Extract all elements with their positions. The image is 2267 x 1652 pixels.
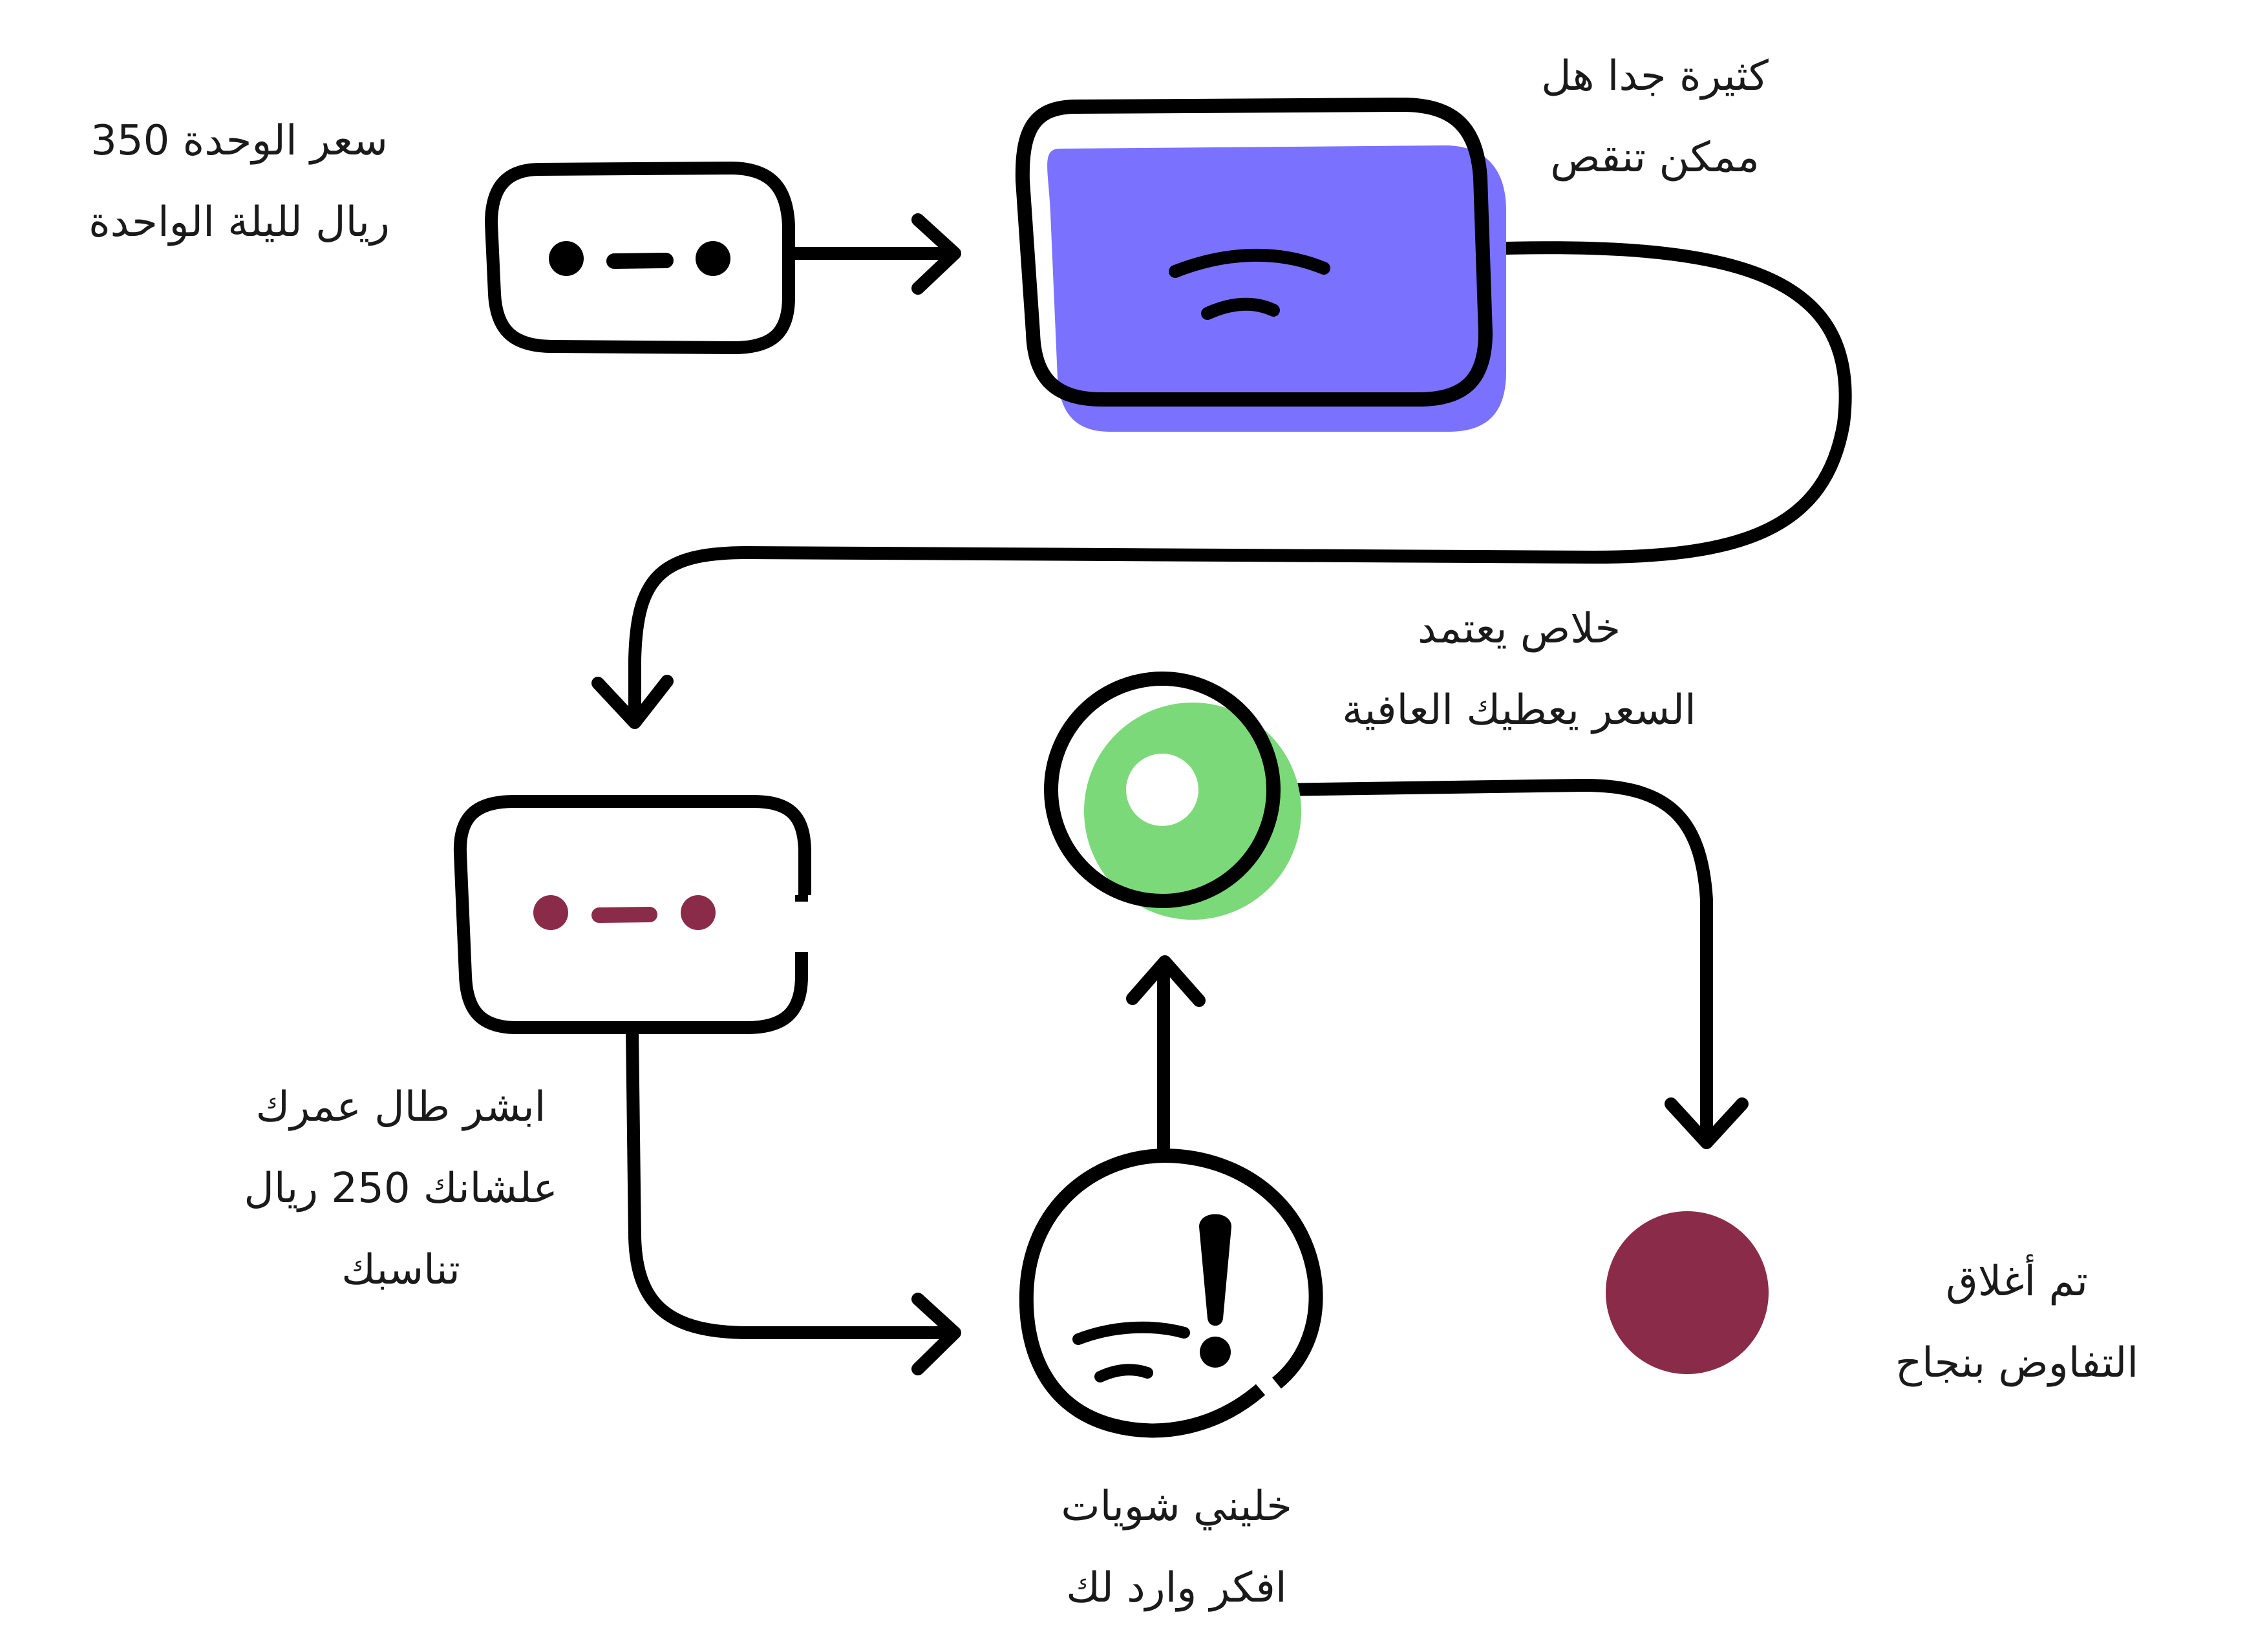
node-think bbox=[1019, 1148, 1323, 1438]
label-line: السعر يعطيك العافية bbox=[1342, 686, 1696, 734]
label-line: التفاوض بنجاح bbox=[1895, 1339, 2139, 1387]
ring-center bbox=[1126, 754, 1198, 826]
dot-icon bbox=[1606, 1211, 1769, 1374]
label-line: خلاص يعتمد bbox=[1417, 605, 1621, 653]
ring-icon bbox=[1044, 672, 1281, 908]
label-line: كثيرة جدا هل bbox=[1541, 52, 1769, 100]
window-fill-blue bbox=[1047, 145, 1506, 432]
label-line: علشانك 250 ريال bbox=[244, 1165, 558, 1213]
bubble-dot-right bbox=[681, 895, 716, 930]
label-line: افكر وارد لك bbox=[1066, 1564, 1287, 1612]
arrowhead-think-to-agreed bbox=[1126, 955, 1206, 1007]
connector-agreed-to-closed bbox=[1270, 779, 1713, 1144]
wifi-arc-inner bbox=[1094, 1364, 1153, 1382]
label-line: خليني شويات bbox=[1061, 1483, 1292, 1530]
label-too-much: كثيرة جدا هل ممكن تنقص bbox=[1467, 36, 1842, 198]
exclamation-bar bbox=[1199, 1214, 1231, 1326]
exclamation-dot bbox=[1200, 1337, 1231, 1368]
connector-request-to-offer bbox=[628, 241, 1852, 724]
node-offer-250 bbox=[453, 795, 821, 1034]
arrowhead-agreed-to-closed bbox=[1665, 1097, 1749, 1149]
node-price-start bbox=[484, 161, 795, 355]
label-line: ريال لليلة الواحدة bbox=[89, 198, 390, 246]
label-line: سعر الوحدة 350 bbox=[90, 117, 388, 165]
label-closed: تم أغلاق التفاوض بنجاح bbox=[1810, 1241, 2224, 1404]
label-agreed: خلاص يعتمد السعر يعطيك العافية bbox=[1280, 588, 1758, 751]
label-offer-250: ابشر طال عمرك علشانك 250 ريال تناسبك bbox=[194, 1066, 608, 1311]
node-agreed bbox=[1044, 672, 1301, 920]
bubble-gap bbox=[792, 902, 821, 952]
label-line: تم أغلاق bbox=[1946, 1258, 2088, 1306]
wifi-arc-outer bbox=[1169, 248, 1330, 278]
label-line: تناسبك bbox=[341, 1246, 460, 1294]
label-line: ممكن تنقص bbox=[1550, 134, 1760, 182]
label-price-start: سعر الوحدة 350 ريال لليلة الواحدة bbox=[52, 100, 427, 263]
arrowhead-price-to-request bbox=[911, 213, 961, 295]
bubble-dot-right bbox=[696, 241, 730, 276]
connectors bbox=[591, 213, 1852, 1375]
bubble-dot-left bbox=[549, 241, 584, 276]
node-too-much bbox=[1015, 97, 1506, 432]
wifi-arc-inner bbox=[1201, 297, 1280, 320]
wifi-arc-outer bbox=[1072, 1321, 1190, 1345]
connector-offer-to-think bbox=[626, 1024, 953, 1339]
window-wifi-icon bbox=[1015, 97, 1493, 407]
bubble-dot-left bbox=[533, 895, 568, 930]
arrowhead-offer-to-think bbox=[911, 1293, 961, 1375]
arrowhead-request-to-offer bbox=[591, 675, 674, 729]
label-think: خليني شويات افكر وارد لك bbox=[989, 1466, 1364, 1629]
bubble-dash bbox=[606, 253, 674, 269]
warning-wifi-icon bbox=[1019, 1148, 1323, 1438]
node-closed bbox=[1606, 1211, 1769, 1374]
label-line: ابشر طال عمرك bbox=[255, 1083, 546, 1131]
